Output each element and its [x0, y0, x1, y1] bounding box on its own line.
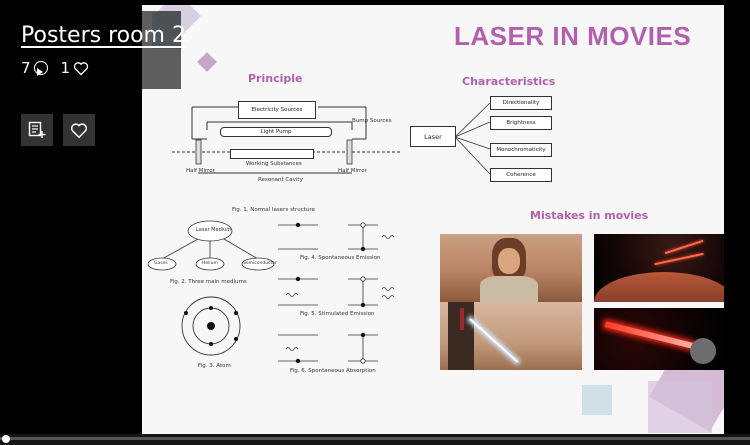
fig2-caption: Fig. 2. Three main mediums: [170, 279, 247, 285]
poster-slide: LASER IN MOVIES Principle Electricity So…: [142, 5, 724, 435]
characteristics-connector-lines: [454, 102, 491, 175]
half-mirror-right-label: Half Mirror: [338, 168, 367, 174]
characteristic-directionality: Directionality: [490, 96, 552, 110]
characteristic-brightness: Brightness: [490, 116, 552, 130]
heart-outline-icon: [73, 61, 89, 75]
laser-structure-diagram: [172, 106, 402, 174]
medium-gases: Gases: [154, 261, 168, 266]
working-substances-box: [230, 149, 314, 159]
characteristics-heading: Characteristics: [462, 75, 556, 88]
poster-title: LASER IN MOVIES: [454, 21, 692, 51]
atom-diagram: [181, 296, 241, 356]
progress-track[interactable]: [0, 437, 750, 440]
room-stats: 7 1: [21, 59, 89, 77]
decor-square: [648, 381, 712, 433]
characteristic-coherence: Coherence: [490, 168, 552, 182]
like-button[interactable]: [63, 114, 95, 146]
fig6-caption: Fig. 6. Spontaneous Absorption: [290, 368, 376, 374]
principle-heading: Principle: [248, 72, 303, 85]
heart-icon: [70, 122, 88, 138]
laser-medium-diagram: [147, 220, 275, 271]
movie-still-lightsaber: [440, 302, 582, 370]
light-pump-box: Light Pump: [220, 127, 332, 137]
working-substances-label: Working Substances: [246, 161, 302, 167]
mistakes-heading: Mistakes in movies: [530, 209, 649, 222]
decor-square: [582, 385, 612, 415]
play-circle-icon: [33, 61, 48, 76]
room-title[interactable]: Posters room 2: [21, 23, 186, 48]
action-buttons: [21, 114, 95, 146]
add-to-playlist-icon: [28, 121, 46, 138]
characteristic-monochromaticity: Monochromaticity: [490, 143, 552, 157]
fig4-caption: Fig. 4. Spontaneous Emission: [300, 255, 381, 261]
medium-semiconductor: Semiconductor: [243, 261, 277, 266]
view-count: 7: [21, 59, 31, 77]
resonant-cavity-label: Resonant Cavity: [258, 177, 303, 183]
medium-helium: Helium: [202, 261, 218, 266]
emission-diagrams: [278, 222, 395, 364]
fig1-caption: Fig. 1. Normal lasers structure: [232, 207, 315, 213]
fig5-caption: Fig. 5. Stimulated Emission: [300, 311, 375, 317]
fig3-caption: Fig. 3. Atom: [198, 363, 231, 369]
like-count: 1: [60, 59, 71, 77]
movie-still-portrait: [440, 234, 582, 302]
progress-scrubber-handle[interactable]: [2, 435, 10, 443]
half-mirror-left-label: Half Mirror: [186, 168, 215, 174]
electricity-sources-box: Electricity Sources: [238, 101, 316, 119]
room-info-panel: Posters room 2 7 1: [5, 11, 186, 89]
video-progress-bar[interactable]: [0, 434, 750, 445]
movie-still-death-star: [594, 308, 724, 370]
bump-sources-label: Bump Sources: [352, 118, 392, 124]
movie-still-space-lasers: [594, 234, 724, 302]
add-to-playlist-button[interactable]: [21, 114, 53, 146]
laser-box: Laser: [410, 126, 456, 147]
laser-medium-label: Laser Medium: [196, 227, 232, 233]
decor-diamond-small: [197, 52, 217, 72]
